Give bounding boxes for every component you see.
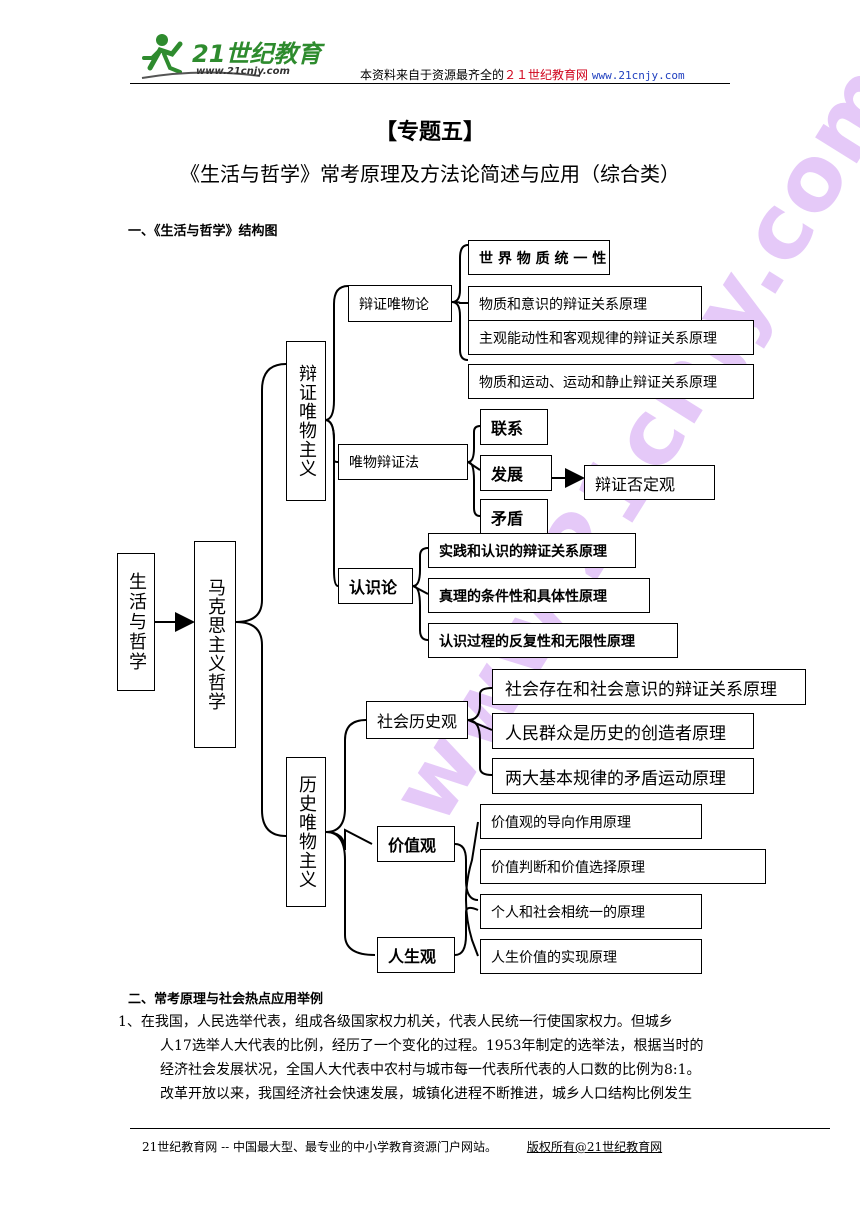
node-dialectical-ontology-label: 辩证唯物论 — [359, 296, 429, 313]
sh-item-1-label: 社会存在和社会意识的辩证关系原理 — [505, 679, 777, 700]
sh-item-3: 两大基本规律的矛盾运动原理 — [492, 758, 754, 794]
vl-item-4: 人生价值的实现原理 — [480, 939, 702, 974]
dm-item-4-label: 物质和运动、运动和静止辩证关系原理 — [479, 374, 717, 391]
paragraph-1-line-3: 经济社会发展状况，全国人大代表中农村与城市每一代表所代表的人口数的比例为8:1。 — [160, 1062, 701, 1078]
vl-item-3-label: 个人和社会相统一的原理 — [491, 904, 645, 921]
page-title: 【专题五】 — [374, 120, 485, 145]
node-historical-text: 历史唯物主义 — [296, 775, 317, 889]
header-source: 本资料来自于资源最齐全的２１世纪教育网 www.21cnjy.com — [360, 66, 685, 83]
vl-item-4-label: 人生价值的实现原理 — [491, 949, 617, 966]
md-item-2-label: 发展 — [491, 465, 524, 484]
footer-copyright[interactable]: 版权所有@21世纪教育网 — [526, 1140, 663, 1154]
node-marxism-text: 马克思主义哲学 — [205, 578, 226, 711]
node-dialectical-negation-label: 辩证否定观 — [595, 474, 676, 494]
source-site[interactable]: ２１世纪教育网 — [504, 68, 589, 82]
source-url[interactable]: www.21cnjy.com — [591, 69, 685, 82]
node-materialist-dialectics-label: 唯物辩证法 — [349, 455, 419, 471]
sh-item-2: 人民群众是历史的创造者原理 — [492, 713, 754, 749]
ep-item-3-label: 认识过程的反复性和无限性原理 — [439, 633, 635, 650]
md-item-3-label: 矛盾 — [491, 509, 524, 528]
header-divider — [130, 83, 730, 84]
source-prefix: 本资料来自于资源最齐全的 — [360, 68, 505, 82]
md-item-3: 矛盾 — [480, 499, 548, 535]
node-marxism: 马克思主义哲学 — [194, 541, 236, 748]
footer: 21世纪教育网 -- 中国最大型、最专业的中小学教育资源门户网站。 版权所有@2… — [142, 1138, 662, 1155]
ep-item-3: 认识过程的反复性和无限性原理 — [428, 623, 678, 658]
logo-url: www.21cnjy.com — [196, 66, 290, 77]
site-logo[interactable]: 21世纪教育 www.21cnjy.com — [140, 28, 340, 82]
ep-item-2: 真理的条件性和具体性原理 — [428, 578, 650, 613]
paragraph-1-line-4: 改革开放以来，我国经济社会快速发展，城镇化进程不断推进，城乡人口结构比例发生 — [160, 1086, 692, 1102]
dm-item-1: 世 界 物 质 统 一 性 — [468, 240, 610, 275]
sh-item-2-label: 人民群众是历史的创造者原理 — [505, 723, 726, 744]
node-social-history-label: 社会历史观 — [377, 712, 458, 731]
sh-item-1: 社会存在和社会意识的辩证关系原理 — [492, 669, 806, 705]
vl-item-2-label: 价值判断和价值选择原理 — [491, 859, 645, 876]
node-materialist-dialectics: 唯物辩证法 — [338, 444, 468, 480]
node-historical-materialism: 历史唯物主义 — [286, 757, 326, 907]
page-subtitle: 《生活与哲学》常考原理及方法论简述与应用（综合类） — [180, 162, 680, 186]
vl-item-2: 价值判断和价值选择原理 — [480, 849, 766, 884]
ep-item-1: 实践和认识的辩证关系原理 — [428, 533, 636, 568]
dm-item-3-label: 主观能动性和客观规律的辩证关系原理 — [479, 330, 717, 347]
dm-item-3: 主观能动性和客观规律的辩证关系原理 — [468, 320, 754, 355]
node-social-history: 社会历史观 — [366, 701, 468, 739]
node-life-view: 人生观 — [377, 937, 455, 973]
node-values: 价值观 — [377, 826, 455, 862]
node-dialectical-negation: 辩证否定观 — [584, 465, 715, 500]
vl-item-3: 个人和社会相统一的原理 — [480, 894, 702, 929]
paragraph-1-line-1: 1、在我国，人民选举代表，组成各级国家权力机关，代表人民统一行使国家权力。但城乡 — [118, 1014, 673, 1030]
logo-runner-icon — [141, 34, 261, 79]
md-item-2: 发展 — [480, 455, 552, 491]
paragraph-1: 1、在我国，人民选举代表，组成各级国家权力机关，代表人民统一行使国家权力。但城乡… — [118, 1010, 734, 1106]
dm-item-2: 物质和意识的辩证关系原理 — [468, 286, 702, 321]
vl-item-1-label: 价值观的导向作用原理 — [491, 814, 631, 831]
sh-item-3-label: 两大基本规律的矛盾运动原理 — [505, 768, 726, 789]
node-root: 生活与哲学 — [117, 553, 155, 691]
vl-item-1: 价值观的导向作用原理 — [480, 804, 702, 839]
ep-item-2-label: 真理的条件性和具体性原理 — [439, 588, 607, 605]
paragraph-1-line-2: 人17选举人大代表的比例，经历了一个变化的过程。1953年制定的选举法，根据当时… — [160, 1038, 704, 1054]
footer-text: 21世纪教育网 -- 中国最大型、最专业的中小学教育资源门户网站。 — [142, 1140, 498, 1154]
ep-item-1-label: 实践和认识的辩证关系原理 — [439, 543, 607, 560]
node-life-view-label: 人生观 — [388, 947, 437, 966]
node-dialectical-ontology: 辩证唯物论 — [348, 285, 452, 322]
node-dialectical-materialism: 辩证唯物主义 — [286, 341, 326, 501]
dm-item-2-label: 物质和意识的辩证关系原理 — [479, 296, 647, 313]
node-values-label: 价值观 — [388, 836, 437, 855]
footer-divider — [130, 1128, 830, 1129]
section2-heading: 二、常考原理与社会热点应用举例 — [128, 992, 324, 1007]
md-item-1: 联系 — [480, 409, 548, 445]
logo-text: 21世纪教育 — [192, 40, 322, 68]
node-root-text: 生活与哲学 — [126, 572, 147, 672]
node-epistemology-label: 认识论 — [349, 578, 398, 597]
node-dialectical-text: 辩证唯物主义 — [296, 364, 317, 478]
dm-item-1-label: 世 界 物 质 统 一 性 — [479, 250, 607, 267]
md-item-1-label: 联系 — [491, 419, 524, 438]
section1-heading: 一、《生活与哲学》结构图 — [128, 224, 278, 239]
node-epistemology: 认识论 — [338, 568, 413, 604]
dm-item-4: 物质和运动、运动和静止辩证关系原理 — [468, 364, 754, 399]
